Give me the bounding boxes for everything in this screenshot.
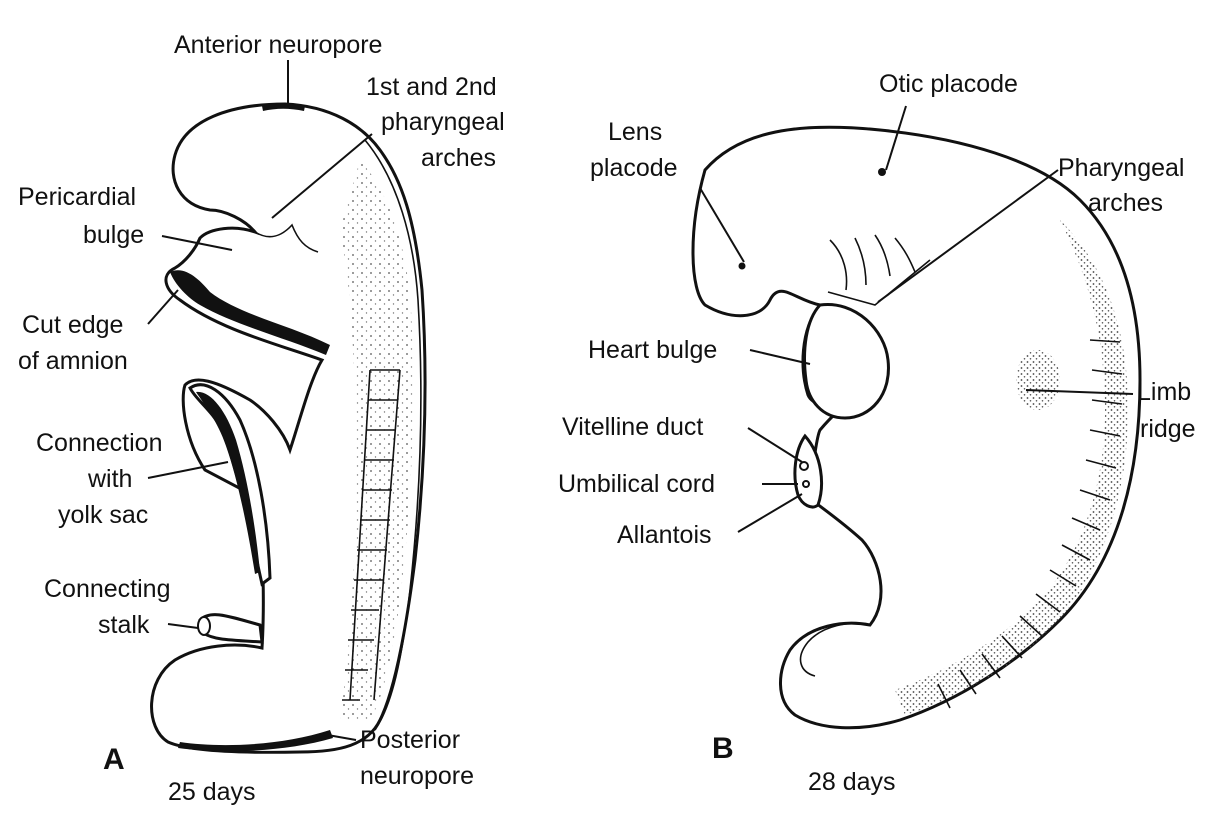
embryo-b-head-contour xyxy=(704,126,881,171)
label-cut-edge-line1: Cut edge xyxy=(22,311,123,339)
label-yolk-connection-line2: with xyxy=(87,465,132,493)
label-pericardial-bulge-line1: Pericardial xyxy=(18,183,136,211)
embryo-b-otic-placode xyxy=(878,168,886,176)
leader-pharyngeal-arches-b xyxy=(877,169,1059,303)
panel-letter-b: B xyxy=(712,732,734,765)
embryo-b-lens-placode xyxy=(738,262,746,270)
leader-allantois xyxy=(737,493,803,533)
leader-pharyngeal-arches-a xyxy=(271,133,373,219)
embryo-b-heart-bulge xyxy=(803,302,890,420)
embryo-a-yolk-connection-lumen xyxy=(196,391,260,574)
embryo-b-tail xyxy=(799,622,871,677)
embryo-a-anterior-neuropore xyxy=(262,103,305,111)
label-allantois: Allantois xyxy=(617,521,712,549)
label-pharyngeal-arches-a-line1: 1st and 2nd xyxy=(366,73,497,101)
label-vitelline-duct: Vitelline duct xyxy=(562,413,703,441)
leader-pericardial-bulge xyxy=(161,235,233,251)
embryo-a-amnion-cut xyxy=(170,270,330,355)
leader-otic-placode xyxy=(885,105,907,171)
embryo-28-days: Otic placode Lens placode Pharyngeal arc… xyxy=(558,70,1196,796)
label-umbilical-cord: Umbilical cord xyxy=(558,470,715,498)
leader-heart-bulge xyxy=(749,349,811,365)
label-yolk-connection-line3: yolk sac xyxy=(58,501,148,529)
leader-yolk-connection xyxy=(147,461,229,479)
embryo-b-somites xyxy=(937,339,1123,709)
leader-vitelline-duct xyxy=(747,427,803,463)
label-pericardial-bulge-line2: bulge xyxy=(83,221,144,249)
label-yolk-connection-line1: Connection xyxy=(36,429,162,457)
label-pharyngeal-arches-a-line2: pharyngeal xyxy=(381,108,505,136)
embryo-25-days: Anterior neuropore 1st and 2nd pharyngea… xyxy=(18,31,505,806)
label-anterior-neuropore: Anterior neuropore xyxy=(174,31,382,59)
label-posterior-neuropore-line2: neuropore xyxy=(360,762,474,790)
label-pharyngeal-arches-b-line2: arches xyxy=(1088,189,1163,217)
embryo-b-pharyngeal-arches xyxy=(827,234,931,306)
embryo-b-dorsal-shading xyxy=(895,220,1129,715)
embryo-a-posterior-neuropore xyxy=(178,730,333,752)
leader-connecting-stalk xyxy=(167,623,199,629)
label-lens-placode-line1: Lens xyxy=(608,118,662,146)
age-label-a: 25 days xyxy=(168,778,256,806)
label-connecting-stalk-line1: Connecting xyxy=(44,575,170,603)
embryo-b-umbilical-cord xyxy=(793,433,824,509)
leader-posterior-neuropore xyxy=(321,733,357,741)
label-pharyngeal-arches-b-line1: Pharyngeal xyxy=(1058,154,1184,182)
age-label-b: 28 days xyxy=(808,768,896,796)
label-connecting-stalk-line2: stalk xyxy=(98,611,150,639)
embryo-a-somites xyxy=(342,369,401,701)
embryo-a-dorsal-ridge xyxy=(364,139,422,731)
embryo-a-pharyngeal-groove xyxy=(254,223,319,253)
leader-cut-edge xyxy=(147,289,179,325)
label-cut-edge-line2: of amnion xyxy=(18,347,128,375)
label-limb-ridge-line1: Limb xyxy=(1137,378,1191,406)
label-lens-placode-line2: placode xyxy=(590,154,678,182)
panel-letter-a: A xyxy=(103,743,125,776)
embryo-a-connecting-stalk xyxy=(198,613,264,644)
label-limb-ridge-line2: ridge xyxy=(1140,415,1196,443)
label-otic-placode: Otic placode xyxy=(879,70,1018,98)
label-posterior-neuropore-line1: Posterior xyxy=(360,726,460,754)
embryo-b-body xyxy=(691,125,1142,730)
label-heart-bulge: Heart bulge xyxy=(588,336,717,364)
label-pharyngeal-arches-a-line3: arches xyxy=(421,144,496,172)
leader-limb-ridge xyxy=(1025,389,1134,395)
embryo-b-limb-ridge xyxy=(1016,350,1060,410)
leader-lens-placode xyxy=(699,187,745,263)
